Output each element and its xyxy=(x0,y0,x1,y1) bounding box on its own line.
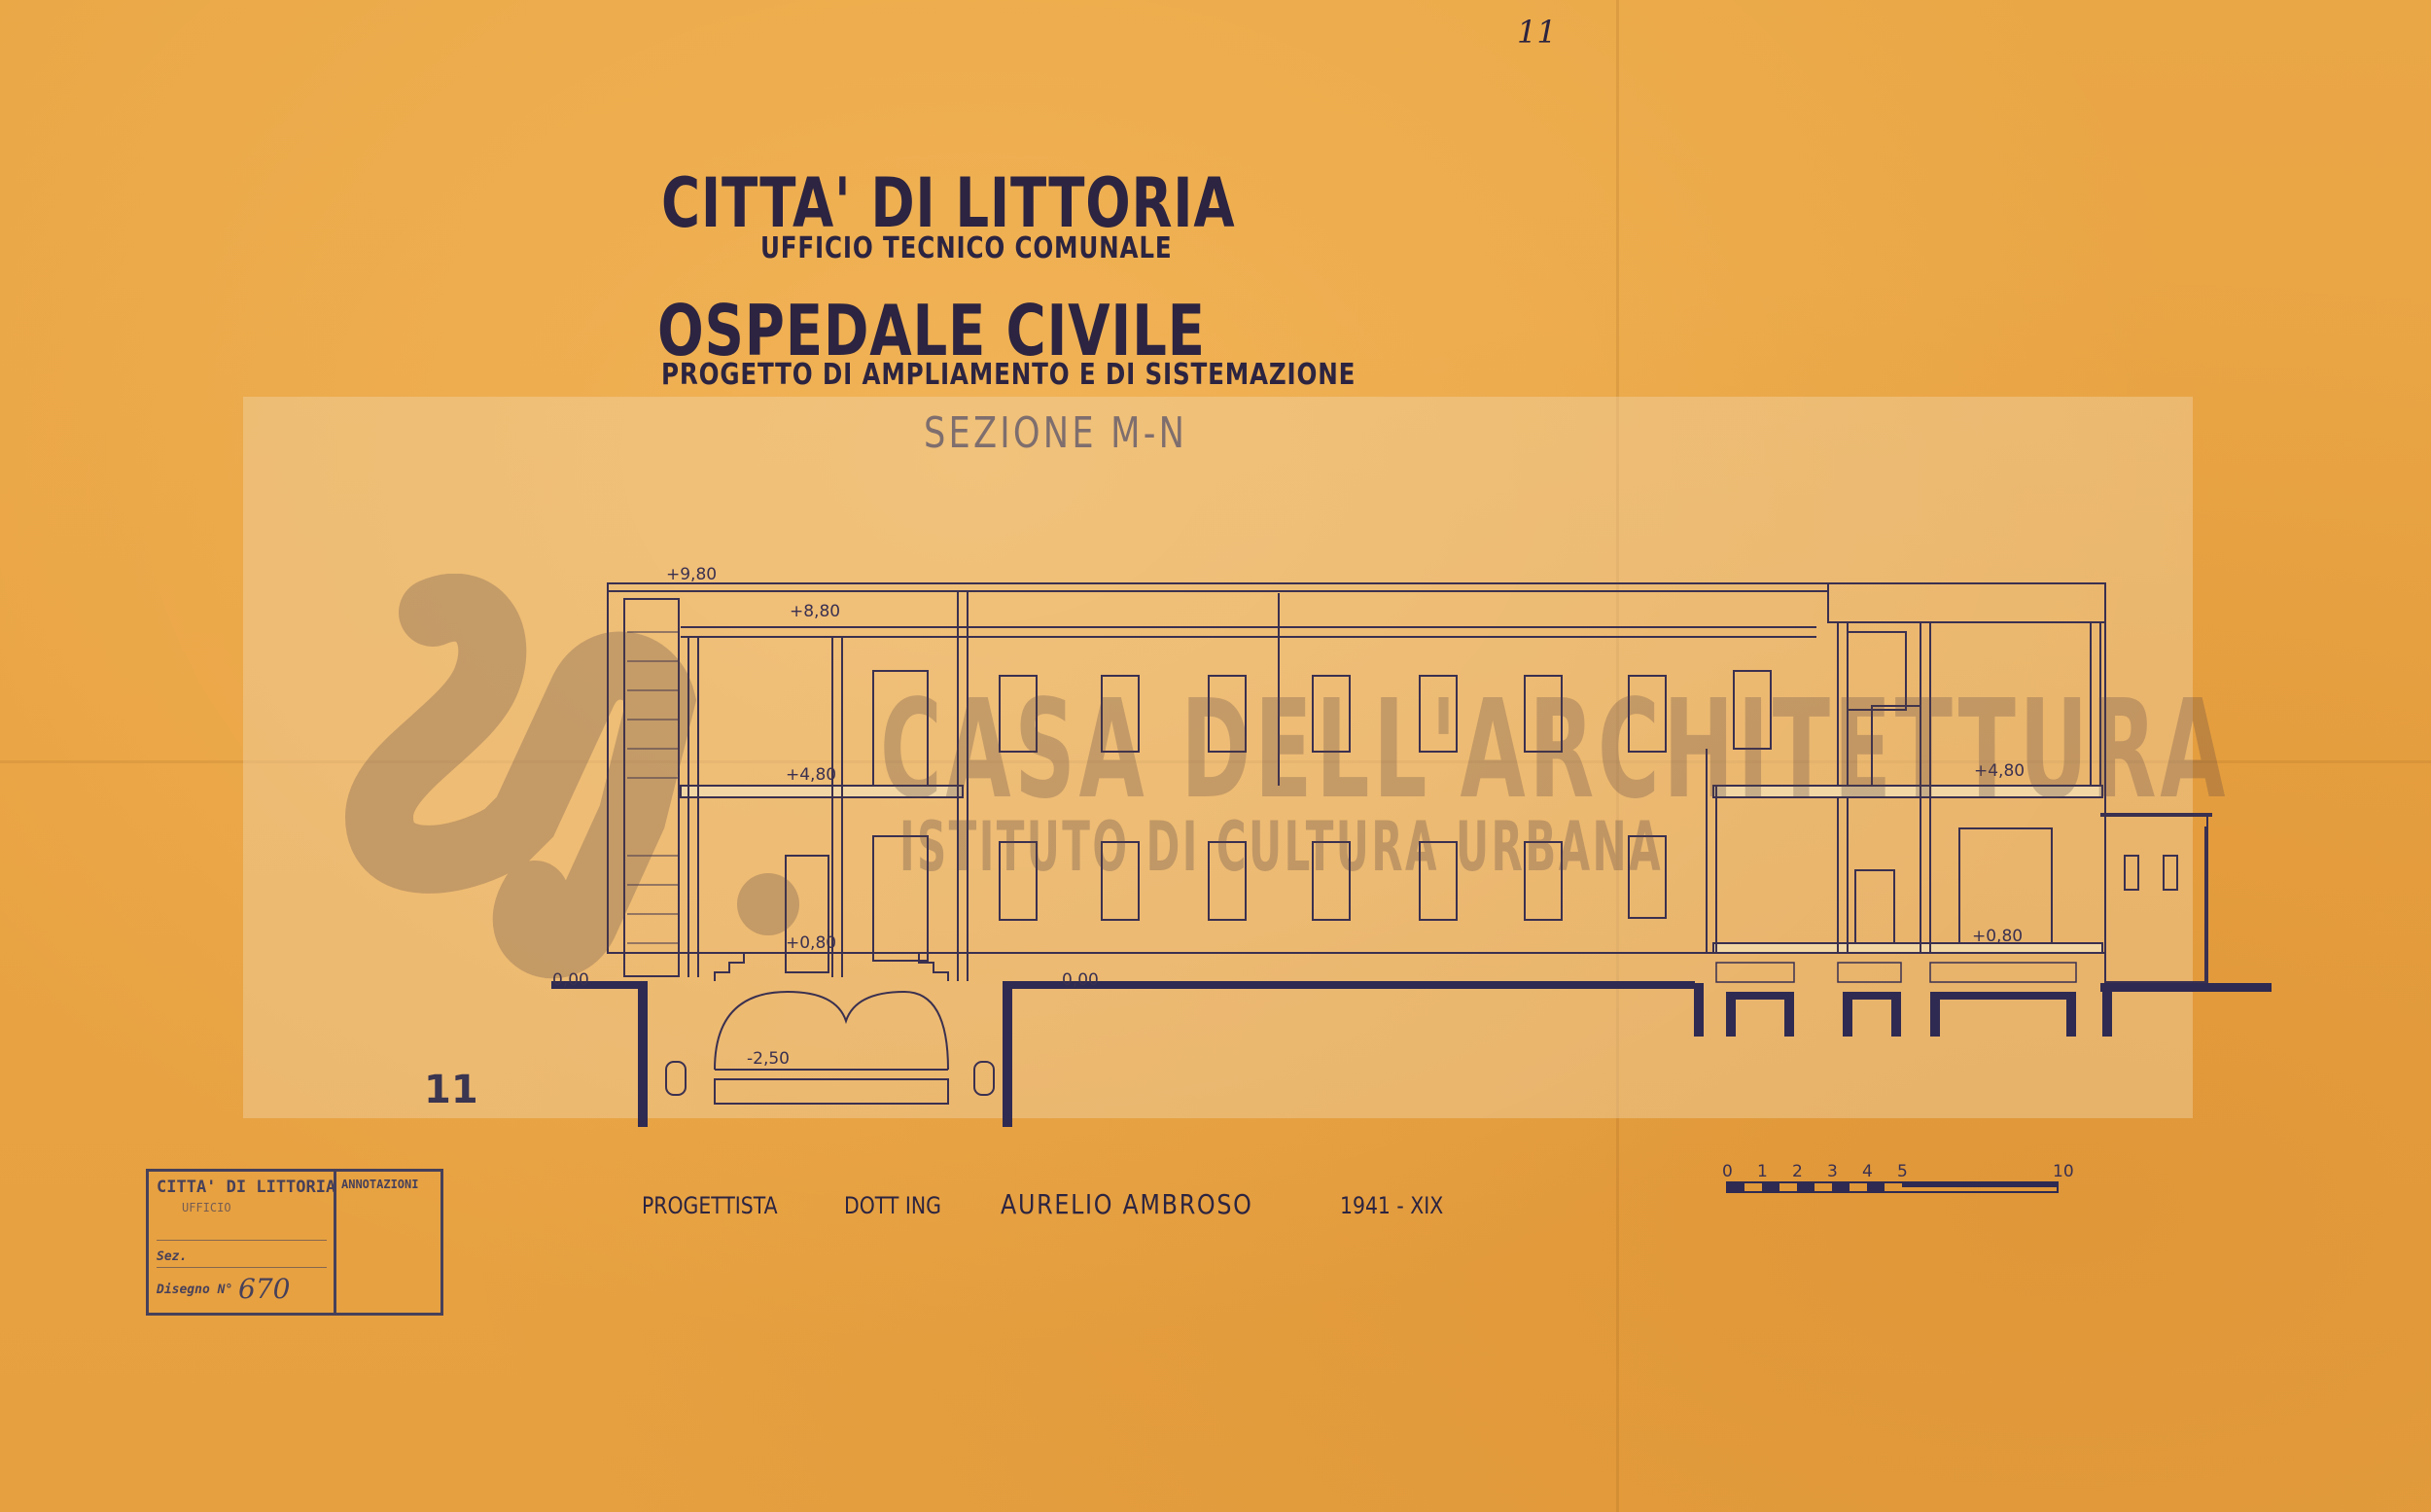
credits-line: PROGETTISTA DOTT ING AURELIO AMBROSO 194… xyxy=(642,1188,1497,1220)
scale-bar-label: 2 xyxy=(1792,1162,1803,1181)
watermark-main-text: CASA DELL'ARCHITETTURA xyxy=(880,671,2230,829)
credits-name: AURELIO AMBROSO xyxy=(1001,1188,1253,1220)
title-office: UFFICIO TECNICO COMUNALE xyxy=(760,231,1173,265)
watermark-sub-text: ISTITUTO DI CULTURA URBANA xyxy=(899,807,1663,887)
scale-bar-label: 0 xyxy=(1722,1162,1733,1181)
scale-bar-label: 5 xyxy=(1897,1162,1908,1181)
scale-bar-label: 3 xyxy=(1827,1162,1838,1181)
ground-line-middle xyxy=(1004,981,1695,989)
fold-line-vertical xyxy=(1616,0,1619,1512)
scale-bar: 0 1 2 3 4 5 10 xyxy=(1722,1162,2074,1193)
scale-bar-label: 1 xyxy=(1757,1162,1768,1181)
sheet-number: 11 xyxy=(1517,14,1557,51)
stamp-rule xyxy=(157,1267,327,1268)
elevation-ground-floor-right: +0,80 xyxy=(1972,927,2023,946)
title-city: CITTA' DI LITTORIA xyxy=(661,163,1236,243)
fold-line-horizontal xyxy=(0,760,2431,763)
stamp-rule xyxy=(157,1240,327,1241)
panel-number: 11 xyxy=(424,1068,478,1112)
watermark-logo xyxy=(340,573,807,982)
stamp-sez-label: Sez. xyxy=(157,1249,188,1264)
credits-role: PROGETTISTA xyxy=(642,1192,778,1219)
elevation-roof-top: +9,80 xyxy=(666,565,717,584)
stamp-title: CITTA' DI LITTORIA xyxy=(157,1178,336,1197)
credits-title: DOTT ING xyxy=(843,1192,941,1219)
title-section: SEZIONE M-N xyxy=(924,408,1188,458)
elevation-basement: -2,50 xyxy=(747,1049,790,1069)
credits-date: 1941 - XIX xyxy=(1340,1192,1444,1219)
stamp-drawing-number: 670 xyxy=(238,1273,291,1305)
scale-bar-label: 10 xyxy=(2053,1162,2074,1181)
stamp-disegno-label: Disegno N° xyxy=(157,1283,233,1297)
archive-stamp: CITTA' DI LITTORIA UFFICIO Sez. Disegno … xyxy=(146,1169,443,1316)
elevation-grade-middle: 0,00 xyxy=(1062,970,1099,990)
stamp-office: UFFICIO xyxy=(182,1201,231,1214)
elevation-first-floor-left: +4,80 xyxy=(786,765,836,785)
elevation-grade-left: 0,00 xyxy=(552,970,589,990)
title-project: PROGETTO DI AMPLIAMENTO E DI SISTEMAZION… xyxy=(661,358,1356,392)
elevation-upper-floor: +8,80 xyxy=(790,602,840,621)
stamp-left-cell xyxy=(149,1172,336,1313)
scale-bar-label: 4 xyxy=(1862,1162,1873,1181)
stamp-annotations-label: ANNOTAZIONI xyxy=(341,1178,419,1191)
ground-line-right xyxy=(2100,983,2272,992)
ground-line-left xyxy=(551,981,642,989)
title-building: OSPEDALE CIVILE xyxy=(657,290,1206,371)
elevation-first-floor-right: +4,80 xyxy=(1974,761,2025,781)
elevation-ground-floor-left: +0,80 xyxy=(786,933,836,953)
